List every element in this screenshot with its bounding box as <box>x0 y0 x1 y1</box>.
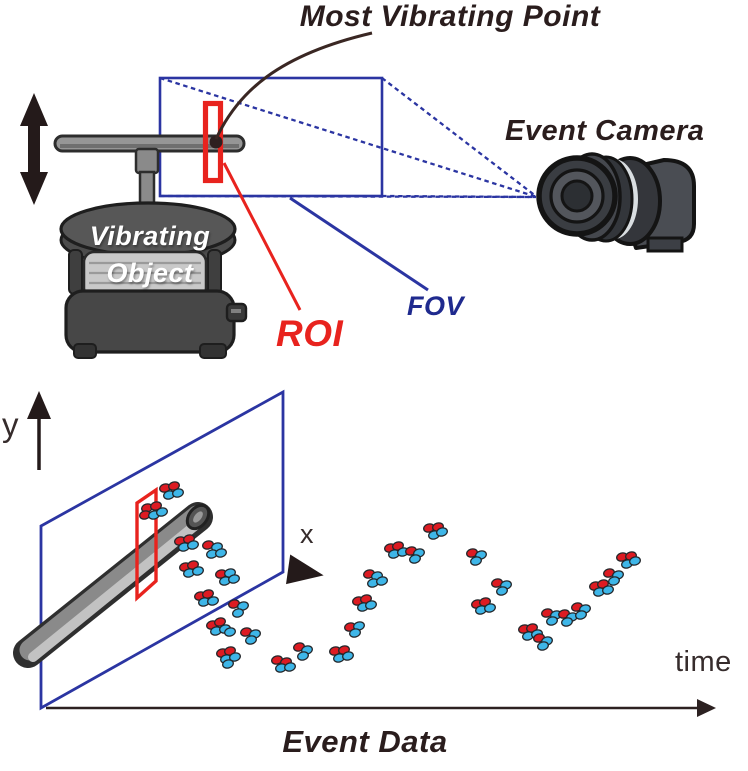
event-dot-positive <box>240 627 252 637</box>
event-dot-negative <box>237 601 249 611</box>
event-data-label: Event Data <box>282 724 448 759</box>
shaker-foot-left <box>73 343 97 359</box>
vibrating-object-label-line1: Vibrating <box>89 221 211 251</box>
event-dot-positive <box>603 568 615 578</box>
most-vibrating-point-dot <box>209 135 223 149</box>
event-dot-negative <box>575 610 587 620</box>
event-dot-negative <box>232 608 244 618</box>
bar-3d-lower-highlight <box>28 519 202 662</box>
event-dot-negative <box>484 603 496 613</box>
bar-3d-endcap-inner <box>193 511 203 523</box>
time-axis-arrowhead <box>697 699 716 717</box>
fov-label: FOV <box>407 291 465 321</box>
roi-quad-3d <box>135 486 158 602</box>
event-dot-negative <box>409 554 421 564</box>
event-dot-positive <box>214 617 226 627</box>
projection-line-topright <box>381 77 538 198</box>
event-dot-positive <box>150 501 162 511</box>
vibrating-object-label: Vibrating Object <box>55 218 245 292</box>
event-dot-negative <box>187 540 199 550</box>
event-dot-negative <box>284 662 296 672</box>
bar-shading <box>60 144 239 148</box>
roi-leader-line <box>222 162 302 311</box>
roi-label: ROI <box>276 313 344 354</box>
bottom-event-data-diagram <box>13 389 716 717</box>
projection-line-topleft <box>159 76 538 199</box>
event-dot-positive <box>466 548 478 558</box>
event-dot-negative <box>608 576 620 586</box>
event-dot-negative <box>172 488 184 498</box>
event-dot-positive <box>541 608 553 618</box>
bar-collar <box>134 147 160 175</box>
vibration-direction-arrow <box>20 93 48 205</box>
event-dot-positive <box>491 578 503 588</box>
event-dot-negative <box>470 556 482 566</box>
event-dot-negative <box>342 651 354 661</box>
fov-leader-line <box>289 196 429 292</box>
most-vibrating-point-label: Most Vibrating Point <box>299 0 601 33</box>
event-dot-negative <box>496 586 508 596</box>
y-axis-label: y <box>2 406 19 443</box>
event-dot-negative <box>229 652 241 662</box>
vibrating-object <box>59 201 248 359</box>
projection-line-bottomright <box>381 194 538 199</box>
event-dot-positive <box>228 599 240 609</box>
event-dot-negative <box>156 507 168 517</box>
event-camera <box>536 152 700 253</box>
event-camera-label: Event Camera <box>505 115 705 147</box>
event-dot-negative <box>546 616 558 626</box>
event-dot-negative <box>561 617 573 627</box>
event-dot-positive <box>271 655 283 665</box>
time-axis-label: time <box>675 646 732 678</box>
projection-dashed-lines <box>159 76 538 199</box>
y-axis-arrowhead <box>27 391 51 419</box>
camera-mount <box>646 236 684 253</box>
bar-3d <box>13 502 213 668</box>
event-dot-negative <box>376 576 388 586</box>
shaker-knob-slot <box>231 309 241 313</box>
x-axis-arrowhead <box>286 554 324 585</box>
event-dot-negative <box>222 659 234 669</box>
event-dot-negative <box>537 641 549 651</box>
event-dot-negative <box>353 621 365 631</box>
most-vibrating-point-leader <box>214 31 373 140</box>
event-dot-negative <box>602 585 614 595</box>
event-dot-negative <box>629 556 641 566</box>
vibrating-object-label-line2: Object <box>106 258 194 288</box>
bar-3d-face <box>19 505 208 661</box>
x-axis-label: x <box>300 519 314 549</box>
shaker-body <box>64 289 236 354</box>
projection-line-bottomleft <box>159 194 538 199</box>
event-dot-positive <box>202 589 214 599</box>
camera-lens-inner <box>560 179 594 213</box>
event-dot-negative <box>207 596 219 606</box>
spring-ribs <box>89 261 201 285</box>
event-dot-negative <box>245 635 257 645</box>
vibrating-bar <box>53 134 246 214</box>
event-dot-negative <box>436 527 448 537</box>
event-dot-negative <box>228 574 240 584</box>
event-dot-negative <box>192 566 204 576</box>
shaker-foot-right <box>199 343 227 359</box>
event-dot-negative <box>215 548 227 558</box>
event-dot-positive <box>202 540 214 550</box>
top-setup-diagram <box>20 31 700 359</box>
event-dot-negative <box>365 600 377 610</box>
event-dot-negative <box>224 627 236 637</box>
event-dot-negative <box>297 651 309 661</box>
event-dot-negative <box>349 628 361 638</box>
event-dots <box>139 481 641 673</box>
